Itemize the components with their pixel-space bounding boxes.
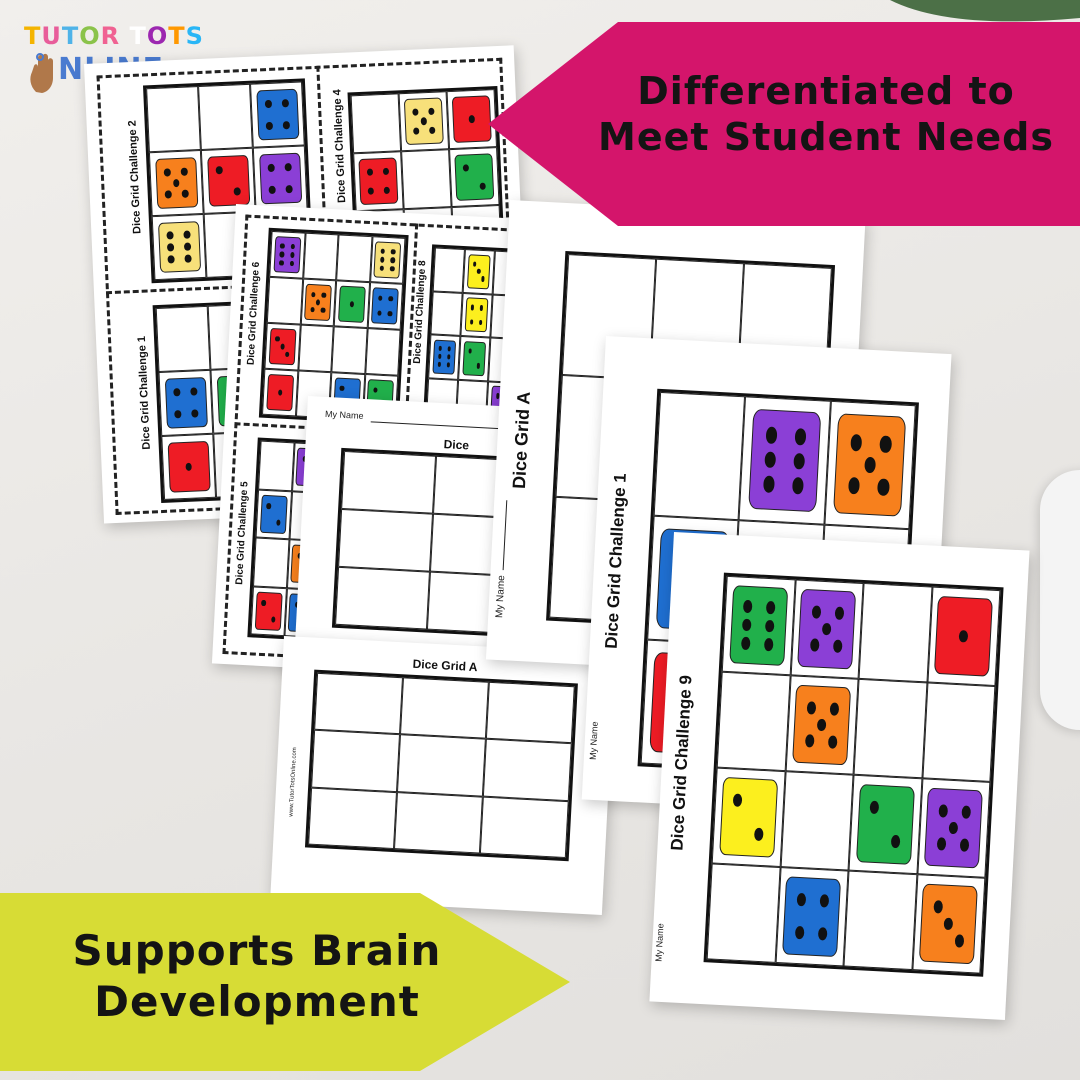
hand-icon	[30, 53, 53, 93]
die-1-icon	[934, 596, 993, 677]
die-4-icon	[255, 88, 299, 141]
my-name-label: My Name	[587, 721, 600, 761]
die-2-icon	[719, 777, 778, 858]
my-name-label: My Name	[324, 408, 364, 421]
banner-text: Supports Brain Development	[72, 926, 442, 1027]
die-5-icon	[403, 97, 444, 145]
die-5-icon	[924, 788, 983, 868]
die-5-icon	[792, 685, 852, 765]
die-2-icon	[259, 494, 288, 534]
die-6-icon	[373, 241, 402, 279]
die-3-icon	[919, 883, 978, 964]
die-6-icon	[431, 339, 457, 375]
die-4-icon	[371, 287, 399, 325]
die-6-icon	[729, 585, 788, 666]
sheet-title: Dice Grid Challenge 1	[601, 472, 630, 650]
die-1-icon	[266, 373, 294, 412]
my-name-label: My Name	[653, 923, 666, 963]
name-line	[502, 500, 508, 571]
die-4-icon	[258, 152, 302, 205]
die-5-icon	[154, 156, 198, 210]
die-4-icon	[782, 876, 842, 957]
die-3-icon	[268, 327, 297, 366]
laptop-corner-decoration	[1040, 470, 1080, 730]
differentiated-banner: Differentiated to Meet Student Needs	[488, 22, 1080, 226]
die-3-icon	[466, 253, 492, 290]
sheet-title: Dice Grid A	[508, 391, 534, 490]
die-6-icon	[747, 408, 822, 513]
die-2-icon	[855, 784, 915, 865]
die-6-icon	[157, 220, 201, 274]
pink-arrow-shape	[488, 22, 1080, 226]
dice-grid-challenge-9-sheet: Dice Grid Challenge 9 My Name	[649, 532, 1030, 1020]
die-2-icon	[254, 591, 283, 631]
die-1-icon	[451, 95, 492, 143]
banner-text: Differentiated to Meet Student Needs	[598, 69, 1054, 160]
die-5-icon	[304, 283, 333, 322]
die-4-icon	[358, 157, 399, 206]
sheet-title: Dice Grid A	[412, 656, 478, 675]
dice-grid-a-sheet-small: Dice Grid A www.TutorTotsOnline.com	[270, 636, 616, 916]
die-2-icon	[461, 340, 487, 377]
die-5-icon	[833, 413, 907, 517]
lime-arrow-shape	[0, 893, 570, 1071]
die-1-icon	[337, 285, 366, 323]
my-name-label: My Name	[494, 575, 508, 619]
die-5-icon	[797, 589, 857, 670]
die-2-icon	[206, 154, 250, 208]
die-1-icon	[167, 440, 211, 494]
logo-line-1: TUTOR TOTS	[24, 22, 204, 50]
dice-grid	[703, 572, 1004, 977]
brain-development-banner: Supports Brain Development	[0, 893, 570, 1071]
website-footer: www.TutorTotsOnline.com	[288, 747, 299, 817]
sheet-title: Dice Grid Challenge 9	[667, 674, 696, 852]
die-4-icon	[464, 297, 489, 333]
dice-grid	[304, 669, 578, 862]
sheet-title: Dice	[443, 437, 470, 453]
plant-leaf-decoration	[870, 0, 1080, 30]
die-6-icon	[273, 236, 301, 274]
dice-grid	[258, 227, 409, 425]
die-4-icon	[164, 376, 208, 430]
